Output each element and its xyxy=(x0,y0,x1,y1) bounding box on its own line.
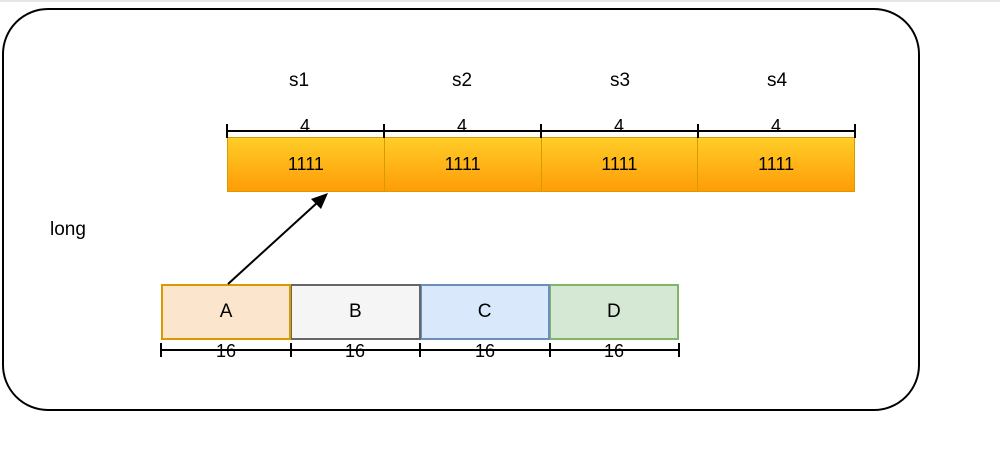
window-top-border xyxy=(0,0,1000,2)
segment-label-s1: s1 xyxy=(288,70,310,91)
field-box-c: C xyxy=(420,284,550,340)
box-bits-b: 16 xyxy=(344,341,366,361)
bitfield-cell-s3: 1111 xyxy=(540,138,698,191)
segment-bits-s1: 4 xyxy=(299,116,311,136)
field-box-b: B xyxy=(291,284,421,340)
diagram-frame xyxy=(2,8,920,411)
long-label: long xyxy=(50,219,86,240)
bitfield-cell-s1: 1111 xyxy=(287,154,324,174)
arrow-line xyxy=(227,201,319,285)
segment-label-s2: s2 xyxy=(451,70,473,91)
box-bits-a: 16 xyxy=(215,341,237,361)
field-box-d: D xyxy=(549,284,679,340)
arrow-head xyxy=(311,193,328,209)
box-bits-d: 16 xyxy=(603,341,625,361)
bitfield-bar: 1111 1111 1111 1111 xyxy=(227,137,855,192)
field-box-a: A xyxy=(161,284,292,340)
box-bits-c: 16 xyxy=(474,341,496,361)
segment-bits-s3: 4 xyxy=(613,116,625,136)
segment-label-s4: s4 xyxy=(766,70,788,91)
segment-bits-s2: 4 xyxy=(456,116,468,136)
bitfield-cell-s2: 1111 xyxy=(383,138,541,191)
segment-label-s3: s3 xyxy=(609,70,631,91)
segment-bits-s4: 4 xyxy=(770,116,782,136)
field-boxes-row: A B C D xyxy=(161,284,679,340)
bitfield-cell-s4: 1111 xyxy=(697,138,854,191)
